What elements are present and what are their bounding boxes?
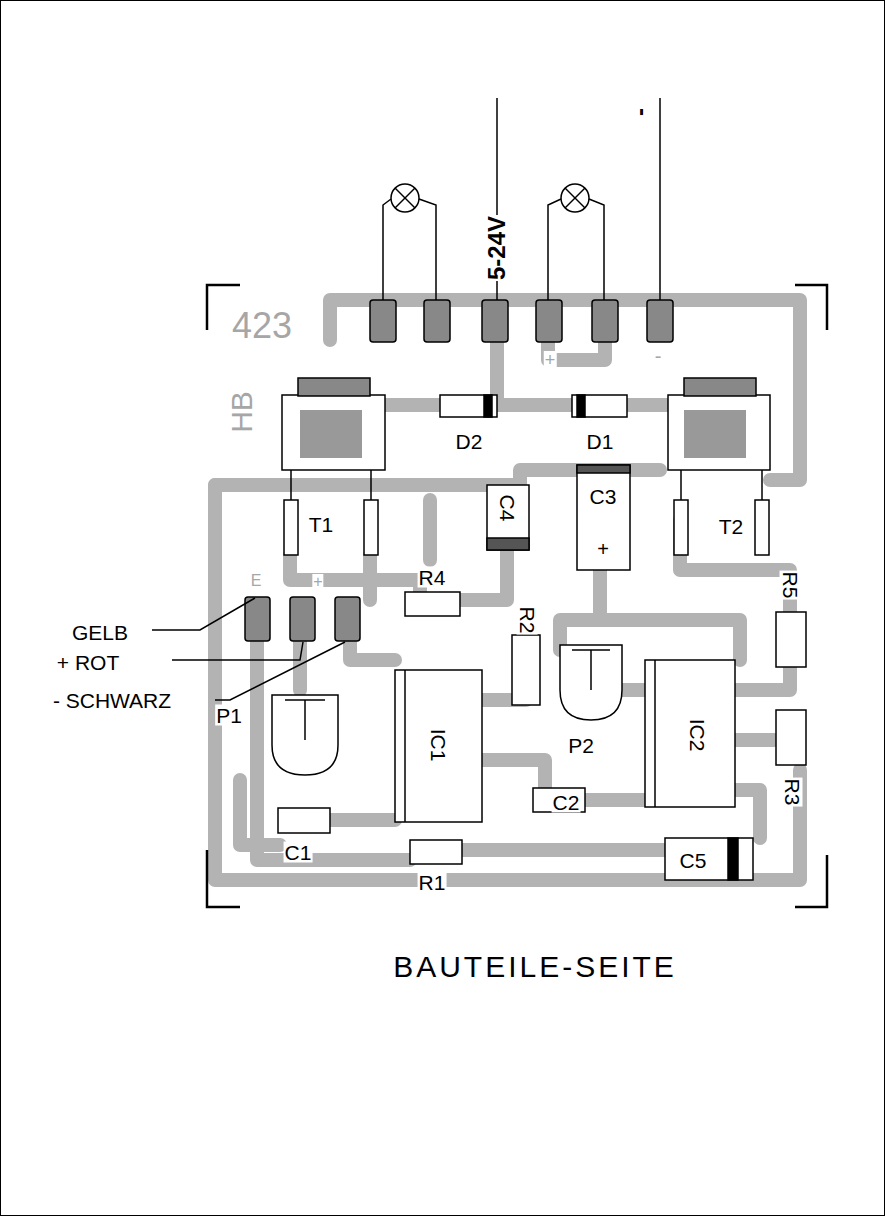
potentiometer-label: P2 [567,735,595,756]
polarity-mark: + [596,539,610,559]
ic-label: IC2 [687,718,708,753]
pad-polarity: + [544,351,557,369]
wire-color-label: + ROT [56,652,120,673]
capacitor-label: C1 [284,842,313,863]
resistor-label: R5 [780,571,801,600]
diode-label: D1 [586,431,615,452]
voltage-label: 5-24V [485,215,509,281]
resistor-label: R1 [418,872,447,893]
pad-marking: + [312,574,323,590]
board-marking: HB [227,390,257,434]
resistor-label: R3 [782,778,803,807]
capacitor-label: C3 [589,486,618,507]
capacitor-label: C5 [679,850,708,871]
resistor-label: R4 [418,567,447,588]
potentiometer-label: P1 [215,705,243,726]
transistor-label: T1 [308,514,335,535]
pad-polarity: - [654,346,663,366]
side-caption: BAUTEILE-SEITE [392,952,678,982]
pad-marking: E [250,573,263,589]
transistor-label: T2 [718,516,745,537]
capacitor-label: C2 [552,792,581,813]
diode-label: D2 [455,431,484,452]
board-number: 423 [231,308,293,344]
resistor-label: R2 [517,606,538,635]
wire-color-label: - SCHWARZ [52,690,172,711]
terminal-sign: - [628,107,652,117]
capacitor-label: C4 [497,494,518,523]
ic-label: IC1 [428,728,449,763]
wire-color-label: GELB [71,622,129,643]
